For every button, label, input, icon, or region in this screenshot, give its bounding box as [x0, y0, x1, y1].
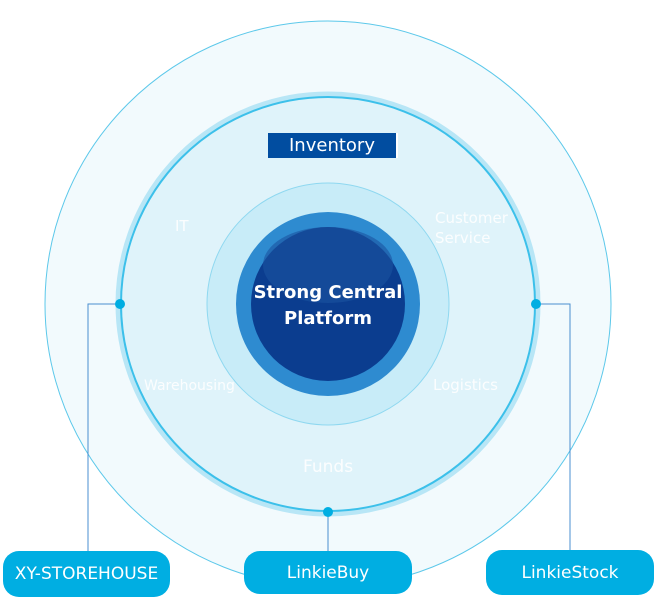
inventory-label: Inventory: [268, 133, 398, 158]
xy-storehouse-button[interactable]: XY-STOREHOUSE: [3, 551, 170, 597]
node-dot-bottom: [323, 507, 333, 517]
node-dot-left: [115, 299, 125, 309]
segment-warehousing: Warehousing: [144, 378, 235, 394]
segment-funds: Funds: [303, 457, 354, 477]
segment-customer-service: Customer Service: [435, 209, 508, 247]
connector-right: [536, 303, 571, 550]
connector-left: [87, 303, 120, 551]
node-dot-right: [531, 299, 541, 309]
segment-it: IT: [175, 217, 189, 235]
segment-logistics: Logistics: [433, 376, 498, 394]
core-highlight: [263, 227, 393, 303]
center-line-2: Platform: [284, 308, 372, 329]
linkiebuy-button[interactable]: LinkieBuy: [244, 551, 412, 594]
center-line-1: Strong Central: [253, 282, 403, 303]
linkiestock-button[interactable]: LinkieStock: [486, 550, 654, 595]
central-platform-title: Strong Central Platform: [238, 280, 418, 332]
